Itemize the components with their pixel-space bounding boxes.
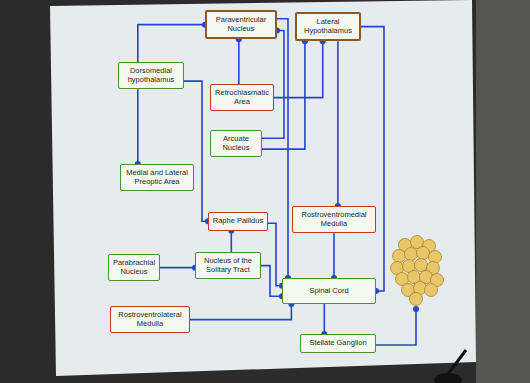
neural-pathway [333,233,335,278]
neural-pathway [160,267,195,269]
side-wall [476,0,530,383]
nucleus-box: Retrochiasmatic Area [210,84,274,111]
neural-pathway [231,231,233,252]
node-label: Lateral Hypothalamus [300,18,356,35]
node-label: Medial and Lateral Preoptic Area [124,169,190,186]
neural-pathway [138,25,205,62]
nucleus-box: Medial and Lateral Preoptic Area [120,164,194,191]
node-label: Dorsomedial hypothalamus [122,67,180,84]
pathway-group [335,41,341,209]
node-label: Arcuate Nucleus [214,135,258,152]
node-label: Stellate Ganglion [304,339,372,348]
fat-cell [410,293,423,306]
pathway-group [138,22,208,62]
neural-pathway [261,266,282,297]
pathway-group [228,228,234,252]
node-label: Retrochiasmatic Area [214,89,270,106]
nucleus-box: Rostroventrolateral Medulla [110,306,190,333]
node-label: Paraventricular Nucleus [210,16,272,33]
ganglion-box: Stellate Ganglion [300,334,376,353]
neural-pathway [274,41,323,97]
terminal-dot [413,306,419,312]
pathway-group [361,27,384,294]
fat-cell [425,284,438,297]
neural-pathway [337,41,339,206]
nucleus-box: Raphe Pallidus [208,212,268,231]
brown-fat-cells [391,236,444,306]
fat-cell [405,248,418,261]
node-label: Nucleus of the Solitary Tract [199,257,257,274]
neural-pathway [361,27,384,291]
pathway-group [274,38,326,97]
neural-pathway [323,304,325,334]
microphone [434,373,462,383]
fat-cell [417,247,430,260]
pathway-group [184,81,211,224]
nucleus-box: Lateral Hypothalamus [295,12,361,41]
pathway-group [277,19,291,281]
nucleus-box: Parabrachial Nucleus [108,254,160,281]
neural-pathway [184,81,208,221]
node-label: Rostroventrolateral Medulla [114,311,186,328]
node-label: Parabrachial Nucleus [112,259,156,276]
pathway-group [236,36,242,84]
pathway-group [135,89,141,167]
node-label: Spinal Cord [286,287,372,296]
pathway-group [190,301,294,320]
pathway-group [262,27,284,138]
pathway-group [321,304,327,337]
node-label: Raphe Pallidus [212,217,264,226]
nucleus-box: Rostroventromedial Medulla [292,206,376,233]
pathway-group [160,265,198,271]
pathway-group [331,233,337,281]
fat-cell [415,259,428,272]
projected-slide [50,0,476,376]
spinal-cord-box: Spinal Cord [282,278,376,304]
nucleus-box: Paraventricular Nucleus [205,10,277,39]
node-label: Rostroventromedial Medulla [296,211,372,228]
nucleus-box: Nucleus of the Solitary Tract [195,252,261,279]
neural-pathway [190,304,291,320]
neural-pathway [137,89,139,164]
fat-cell [393,250,406,263]
nucleus-box: Dorsomedial hypothalamus [118,62,184,89]
neural-pathway [238,39,240,84]
microphone-stem [448,350,466,374]
ganglion-to-fat-line [376,311,416,345]
nucleus-box: Arcuate Nucleus [210,130,262,157]
